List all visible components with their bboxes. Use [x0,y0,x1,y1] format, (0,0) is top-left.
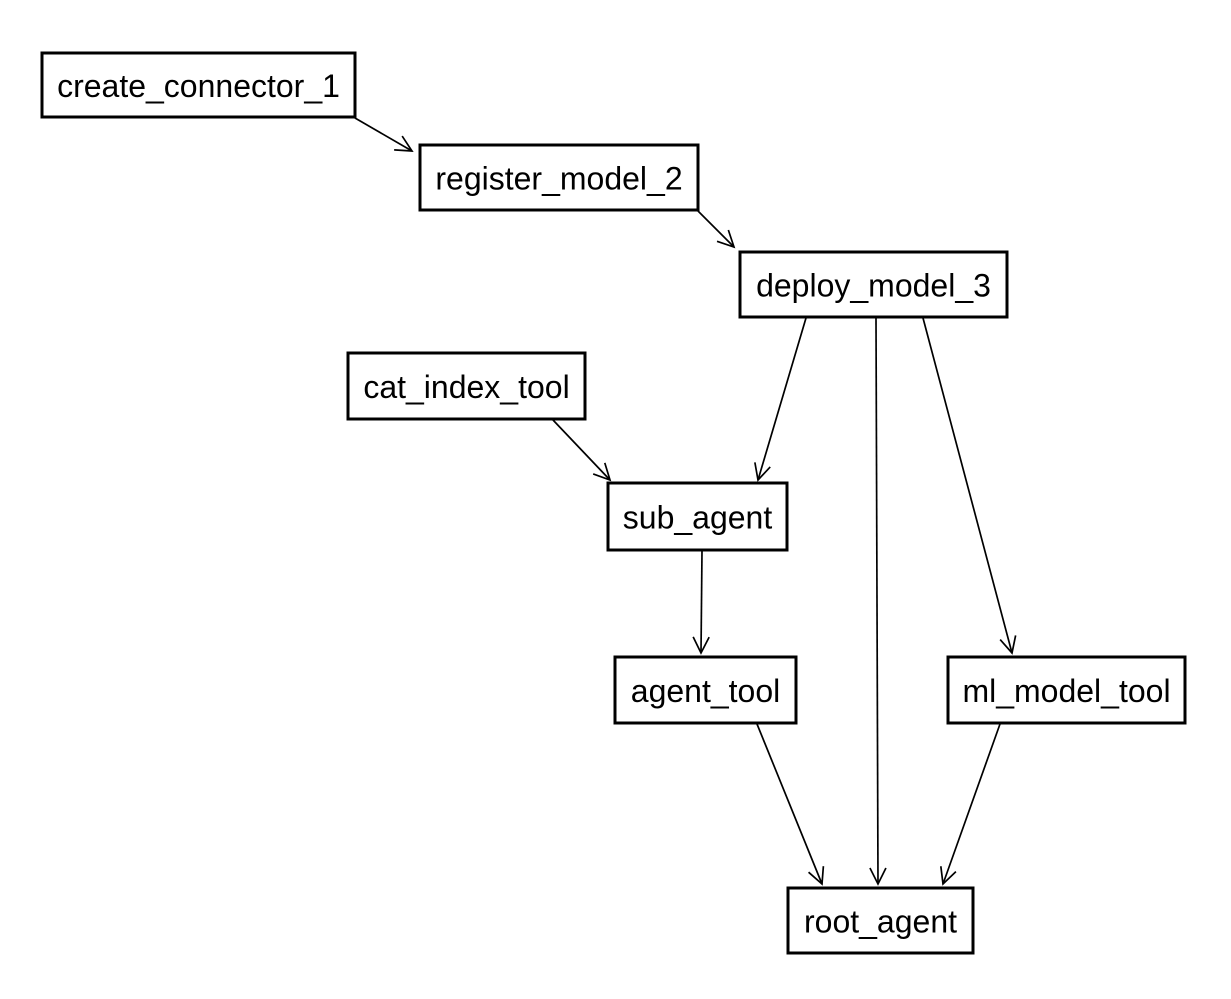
edge-deploy_model_3-to-ml_model_tool [922,317,1017,655]
edge-deploy_model_3-to-root_agent [869,317,887,886]
edge-deploy_model_3-to-sub_agent [754,317,807,482]
edge-cat_index_tool-to-sub_agent [552,419,612,482]
nodes-layer: create_connector_1 register_model_2deploy… [40,51,1187,955]
node-label-cat_index_tool: cat_index_tool [363,369,569,405]
edge-sub_agent-to-agent_tool [692,550,710,655]
node-label-register_model_2: register_model_2 [435,161,682,197]
node-box-deploy_model_3 [738,250,1009,319]
node-cat_index_tool: cat_index_tool [346,351,587,421]
node-box-root_agent [786,886,975,955]
node-box-ml_model_tool [946,655,1187,725]
node-box-agent_tool [613,655,798,725]
node-label-root_agent: root_agent [804,904,957,940]
node-deploy_model_3: deploy_model_3 [738,250,1009,319]
node-ml_model_tool: ml_model_tool [946,655,1187,725]
node-agent_tool: agent_tool [613,655,798,725]
node-root_agent: root_agent [786,886,975,955]
node-register_model_2: register_model_2 [418,143,700,212]
edge-create_connector_1-to-register_model_2 [354,117,414,152]
node-label-sub_agent: sub_agent [623,500,773,536]
node-label-agent_tool: agent_tool [631,673,780,709]
node-box-cat_index_tool [346,351,587,421]
node-box-sub_agent [606,481,789,552]
edge-register_model_2-to-deploy_model_3 [697,210,736,249]
node-create_connector_1: create_connector_1 [40,51,357,119]
node-sub_agent: sub_agent [606,481,789,552]
node-label-ml_model_tool: ml_model_tool [962,673,1170,709]
edges-layer [354,117,1017,886]
node-box-register_model_2 [418,143,700,212]
node-label-deploy_model_3: deploy_model_3 [756,268,991,304]
node-label-create_connector_1: create_connector_1 [57,68,340,104]
edge-ml_model_tool-to-root_agent [939,723,1001,886]
edge-agent_tool-to-root_agent [756,723,825,886]
node-box-create_connector_1 [40,51,357,119]
